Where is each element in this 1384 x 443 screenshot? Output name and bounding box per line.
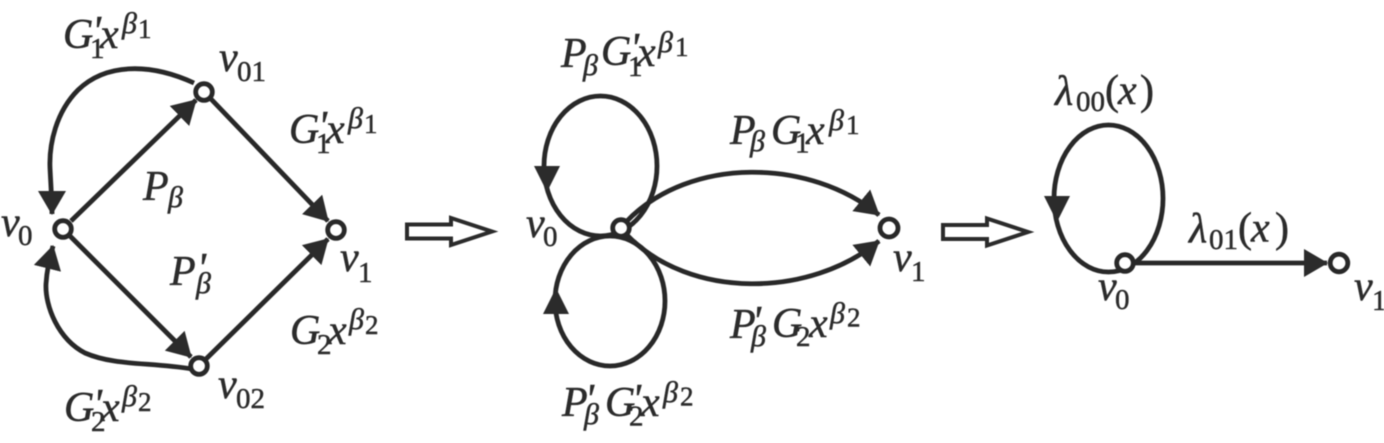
svg-text:v: v — [340, 235, 359, 281]
svg-text:0: 0 — [543, 221, 558, 253]
svg-text:(: ( — [1238, 206, 1252, 252]
svg-text:1: 1 — [795, 128, 810, 160]
svg-text:x: x — [327, 308, 347, 354]
svg-text:v: v — [526, 201, 545, 247]
svg-text:2: 2 — [847, 303, 861, 333]
svg-text:x: x — [99, 12, 119, 58]
svg-text:): ) — [1275, 206, 1289, 252]
svg-text:x: x — [1250, 206, 1270, 252]
svg-text:v: v — [893, 235, 912, 281]
svg-text:β: β — [583, 398, 599, 431]
svg-text:0: 0 — [18, 220, 33, 252]
svg-text:G: G — [64, 385, 94, 431]
svg-text:00: 00 — [1076, 86, 1105, 118]
svg-text:1: 1 — [138, 14, 152, 44]
svg-text:β: β — [749, 125, 765, 158]
svg-text:λ: λ — [1187, 206, 1207, 252]
svg-text:P: P — [169, 249, 196, 295]
svg-text:G: G — [290, 308, 320, 354]
svg-text:λ: λ — [1053, 69, 1073, 115]
svg-text:01: 01 — [237, 56, 266, 88]
svg-text:G: G — [605, 380, 635, 426]
svg-text:1: 1 — [675, 32, 689, 62]
svg-text:1: 1 — [358, 257, 373, 289]
svg-text:β: β — [167, 181, 183, 214]
svg-text:G: G — [601, 29, 631, 75]
svg-text:x: x — [325, 107, 345, 153]
svg-text:2: 2 — [365, 310, 379, 340]
svg-text:G: G — [289, 107, 319, 153]
svg-text:v: v — [1098, 264, 1117, 310]
svg-text:1: 1 — [628, 51, 643, 83]
svg-text:02: 02 — [236, 383, 265, 415]
svg-text:2: 2 — [91, 406, 106, 438]
svg-text:': ' — [630, 26, 640, 72]
svg-text:β: β — [582, 49, 598, 82]
svg-text:0: 0 — [1115, 284, 1130, 316]
svg-text:2: 2 — [317, 329, 332, 361]
svg-text:1: 1 — [316, 128, 331, 160]
svg-text:G: G — [771, 108, 801, 154]
svg-text:β: β — [348, 303, 364, 336]
svg-text:β: β — [121, 7, 137, 40]
svg-text:x: x — [640, 380, 660, 426]
svg-text:β: β — [195, 267, 211, 300]
svg-text:(: ( — [1105, 68, 1119, 114]
svg-text:x: x — [808, 301, 828, 347]
svg-text:2: 2 — [796, 321, 811, 353]
svg-text:1: 1 — [364, 109, 378, 139]
svg-text:P: P — [560, 31, 587, 77]
svg-text:P: P — [142, 164, 169, 210]
svg-text:P: P — [729, 108, 756, 154]
svg-text:β: β — [657, 26, 673, 59]
svg-text:G: G — [63, 12, 93, 58]
svg-text:2: 2 — [680, 382, 694, 412]
svg-text:β: β — [347, 102, 363, 135]
svg-text:1: 1 — [1372, 285, 1384, 317]
svg-text:v: v — [218, 362, 237, 408]
svg-text:x: x — [636, 30, 656, 76]
svg-text:2: 2 — [138, 387, 152, 417]
svg-text:': ' — [632, 377, 642, 423]
svg-text:01: 01 — [1209, 224, 1238, 256]
svg-text:2: 2 — [629, 401, 644, 433]
svg-text:): ) — [1140, 68, 1154, 114]
svg-text:v: v — [219, 35, 238, 81]
svg-text:': ' — [585, 377, 595, 423]
svg-text:v: v — [1354, 264, 1373, 310]
svg-text:x: x — [805, 108, 825, 154]
svg-text:': ' — [318, 104, 328, 150]
svg-text:β: β — [121, 380, 137, 413]
svg-text:β: β — [828, 104, 844, 137]
svg-text:': ' — [93, 382, 103, 428]
svg-text:β: β — [750, 320, 766, 353]
svg-text:x: x — [100, 385, 120, 431]
svg-text:x: x — [1117, 68, 1137, 114]
svg-text:1: 1 — [90, 33, 105, 65]
svg-text:β: β — [829, 297, 845, 330]
svg-text:G: G — [772, 301, 802, 347]
svg-text:': ' — [752, 299, 762, 345]
svg-text:': ' — [92, 9, 102, 55]
svg-text:v: v — [1, 200, 20, 246]
svg-text:P: P — [561, 380, 588, 426]
svg-text:P: P — [729, 302, 756, 348]
svg-text:β: β — [662, 376, 678, 409]
svg-text:1: 1 — [846, 110, 860, 140]
svg-text:1: 1 — [911, 256, 926, 288]
svg-text:': ' — [197, 246, 207, 292]
